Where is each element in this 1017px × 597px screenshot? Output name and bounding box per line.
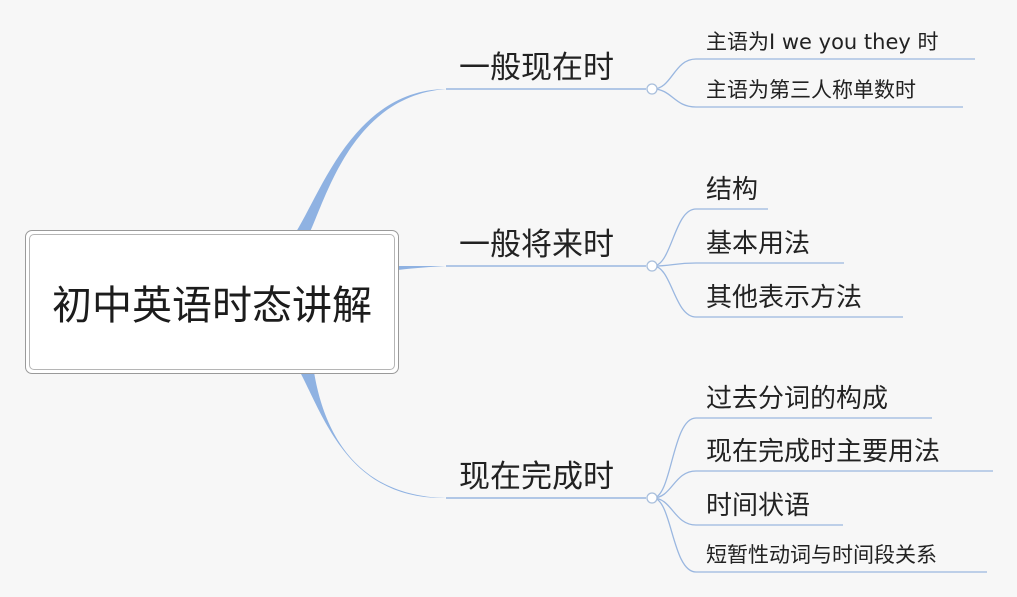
leaf-connector-0-0 xyxy=(652,58,975,90)
branch-node-present-perfect[interactable]: 现在完成时 xyxy=(459,459,614,495)
leaf-connector-1-2 xyxy=(652,265,903,318)
leaf-node-other-expressions[interactable]: 其他表示方法 xyxy=(706,283,863,313)
branch-connector-0 xyxy=(296,89,446,232)
leaf-connector-1-1 xyxy=(652,262,844,267)
leaf-connector-2-3 xyxy=(652,497,987,573)
leaf-connector-1-0 xyxy=(652,208,768,267)
branch-connector-1 xyxy=(398,266,446,270)
leaf-connector-2-0 xyxy=(652,417,932,499)
leaf-node-short-verbs[interactable]: 短暂性动词与时间段关系 xyxy=(706,543,937,567)
leaf-connector-0-1 xyxy=(652,88,963,108)
leaf-connector-2-2 xyxy=(652,497,843,526)
leaf-node-main-usage[interactable]: 现在完成时主要用法 xyxy=(706,437,941,467)
branch-node-simple-future[interactable]: 一般将来时 xyxy=(459,227,614,263)
leaf-node-time-adverbials[interactable]: 时间状语 xyxy=(706,491,811,521)
leaf-connector-2-1 xyxy=(652,470,993,499)
root-node[interactable]: 初中英语时态讲解 xyxy=(25,230,399,374)
branch-connector-2 xyxy=(300,372,446,499)
root-label: 初中英语时态讲解 xyxy=(29,234,395,370)
collapse-toggle-0[interactable] xyxy=(646,83,658,95)
collapse-toggle-2[interactable] xyxy=(646,492,658,504)
leaf-node-third-person[interactable]: 主语为第三人称单数时 xyxy=(706,78,916,102)
leaf-node-plural-subject[interactable]: 主语为I we you they 时 xyxy=(706,30,939,54)
branch-node-simple-present[interactable]: 一般现在时 xyxy=(459,50,614,86)
leaf-node-basic-usage[interactable]: 基本用法 xyxy=(706,229,811,259)
leaf-node-structure[interactable]: 结构 xyxy=(706,175,759,205)
leaf-node-past-participle[interactable]: 过去分词的构成 xyxy=(706,384,889,414)
collapse-toggle-1[interactable] xyxy=(646,260,658,272)
